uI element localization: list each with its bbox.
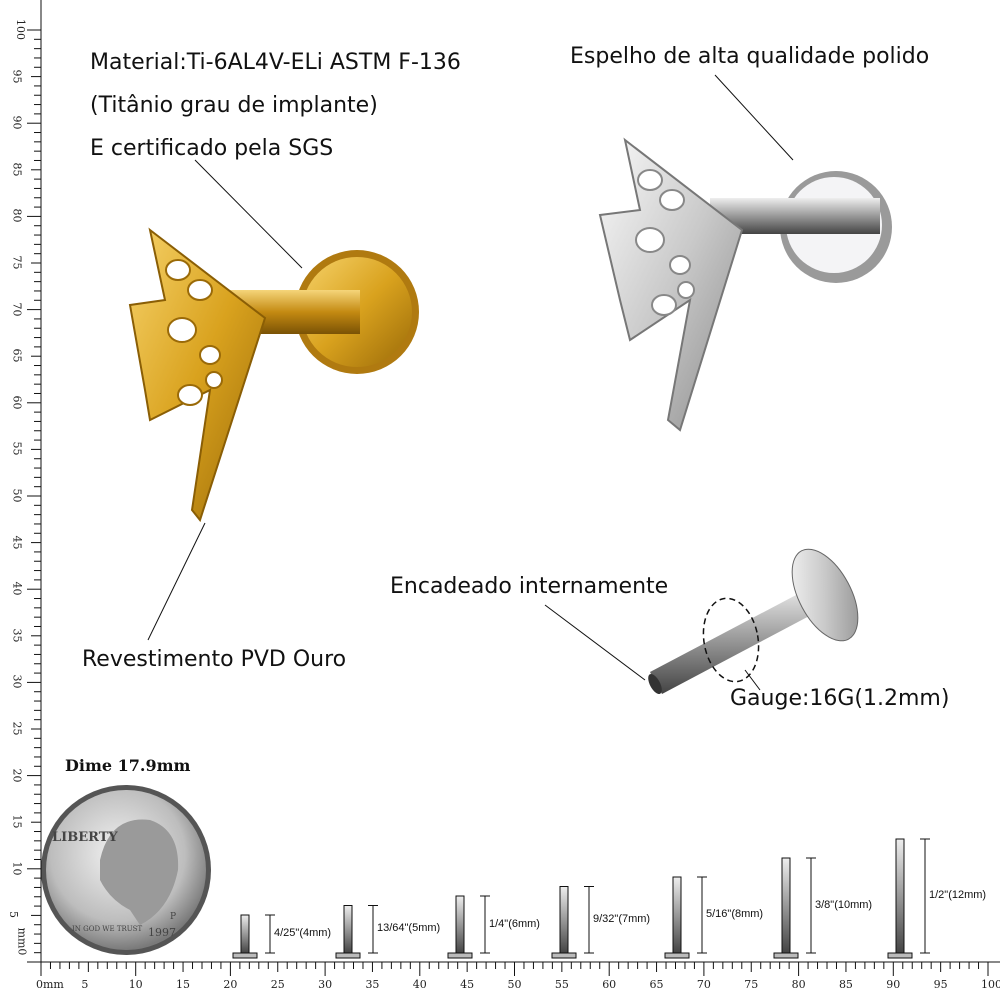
ruler-x-tick-label: 50 (507, 978, 522, 991)
ruler-vertical-unit-label: mm0 (15, 927, 29, 956)
post-size-10mm (773, 857, 816, 959)
post-size-6mm (447, 895, 490, 959)
post-size-label: 13/64"(5mm) (377, 922, 441, 935)
ruler-x-tick-label: 65 (649, 978, 664, 991)
ruler-x-tick-label: 30 (318, 978, 333, 991)
post-size-label: 4/25"(4mm) (274, 927, 332, 939)
ruler-y-tick-label: 60 (10, 395, 24, 410)
coin-year-text: 1997 (148, 926, 176, 939)
coating-label: Revestimento PVD Ouro (82, 647, 347, 672)
ruler-x-tick-label: 40 (412, 978, 427, 991)
threading-label: Encadeado internamente (390, 574, 669, 599)
ruler-x-tick-label: 75 (744, 978, 759, 991)
ruler-x-tick-label: 25 (270, 978, 285, 991)
ruler-y-tick-label: 20 (10, 768, 24, 783)
dime-label: Dime 17.9mm (65, 756, 191, 775)
ruler-y-tick-label: 10 (10, 861, 24, 876)
ruler-y-tick-label: 75 (10, 255, 24, 270)
ruler-y-tick-label: 50 (10, 488, 24, 503)
post-shaft (343, 905, 353, 954)
ruler-x-tick-label: 80 (791, 978, 806, 991)
ruler (27, 0, 1000, 976)
ruler-y-tick-label: 35 (10, 628, 24, 643)
ruler-x-tick-label: 15 (176, 978, 191, 991)
post-size-12mm (887, 838, 930, 959)
post-size-7mm (551, 886, 594, 959)
ruler-x-tick-label: 10 (128, 978, 143, 991)
post-size-8mm (664, 876, 707, 959)
post-disc (447, 952, 473, 959)
mirror-label: Espelho de alta qualidade polido (570, 44, 930, 69)
labret-post (648, 548, 859, 694)
ruler-y-tick-label: 5 (7, 911, 20, 919)
post-size-5mm (335, 905, 378, 959)
gauge-label: Gauge:16G(1.2mm) (730, 686, 950, 711)
ruler-x-tick-label: 60 (602, 978, 617, 991)
certified-label: E certificado pela SGS (90, 136, 334, 161)
ruler-y-tick-label: 95 (10, 69, 24, 84)
post-disc (232, 952, 258, 959)
ruler-y-tick-label: 100 (14, 19, 27, 40)
ruler-x-tick-label: 55 (554, 978, 569, 991)
post-size-label: 5/16"(8mm) (706, 908, 764, 920)
post-disc (887, 952, 913, 959)
ruler-x-tick-label: 35 (365, 978, 380, 991)
material-label: Material:Ti-6AL4V-ELi ASTM F-136 (90, 50, 461, 75)
ruler-x-tick-label: 45 (460, 978, 475, 991)
ruler-y-tick-label: 30 (10, 674, 24, 689)
post-size-label: 1/2"(12mm) (929, 889, 987, 901)
post-size-label: 1/4"(6mm) (489, 917, 540, 930)
post-shaft (672, 876, 682, 954)
coin-mint-text: P (170, 912, 177, 922)
post-disc (664, 952, 690, 959)
ruler-x-tick-label: 5 (81, 978, 89, 991)
ruler-y-tick-label: 65 (10, 348, 24, 363)
coin-liberty-text: LIBERTY (52, 830, 118, 845)
ruler-y-tick-label: 40 (10, 581, 24, 596)
post-size-label: 3/8"(10mm) (815, 898, 873, 911)
ruler-y-tick-label: 55 (10, 441, 24, 456)
coin-motto-text: IN GOD WE TRUST (72, 925, 143, 933)
post-shaft (455, 895, 465, 954)
silver-earring (598, 137, 892, 432)
post-disc (335, 952, 361, 959)
post-size-label: 9/32"(7mm) (593, 912, 651, 925)
ruler-y-tick-label: 80 (10, 208, 24, 223)
ruler-x-tick-label: 95 (933, 978, 948, 991)
ruler-unit-label: 0mm (36, 978, 64, 991)
ruler-x-tick-label: 100 (981, 978, 1000, 991)
ruler-x-tick-label: 90 (886, 978, 901, 991)
grade-label: (Titânio grau de implante) (90, 93, 378, 118)
ruler-y-tick-label: 85 (10, 162, 24, 177)
dime-coin (41, 785, 211, 955)
post-lengths (232, 838, 930, 959)
ruler-x-tick-label: 85 (838, 978, 853, 991)
post-shaft (559, 886, 569, 954)
post-size-4mm (232, 914, 275, 959)
post-disc (551, 952, 577, 959)
ruler-x-tick-label: 70 (696, 978, 711, 991)
ruler-y-tick-label: 70 (10, 302, 24, 317)
ruler-y-tick-label: 90 (10, 115, 24, 130)
gold-earring (128, 227, 419, 523)
post-shaft (240, 914, 250, 954)
post-shaft (781, 857, 791, 954)
post-disc (773, 952, 799, 959)
ruler-x-tick-label: 20 (223, 978, 238, 991)
callout-lines (147, 74, 794, 691)
ruler-y-tick-label: 15 (10, 814, 24, 829)
ruler-y-tick-label: 25 (10, 721, 24, 736)
ruler-y-tick-label: 45 (10, 535, 24, 550)
post-shaft (895, 838, 905, 954)
